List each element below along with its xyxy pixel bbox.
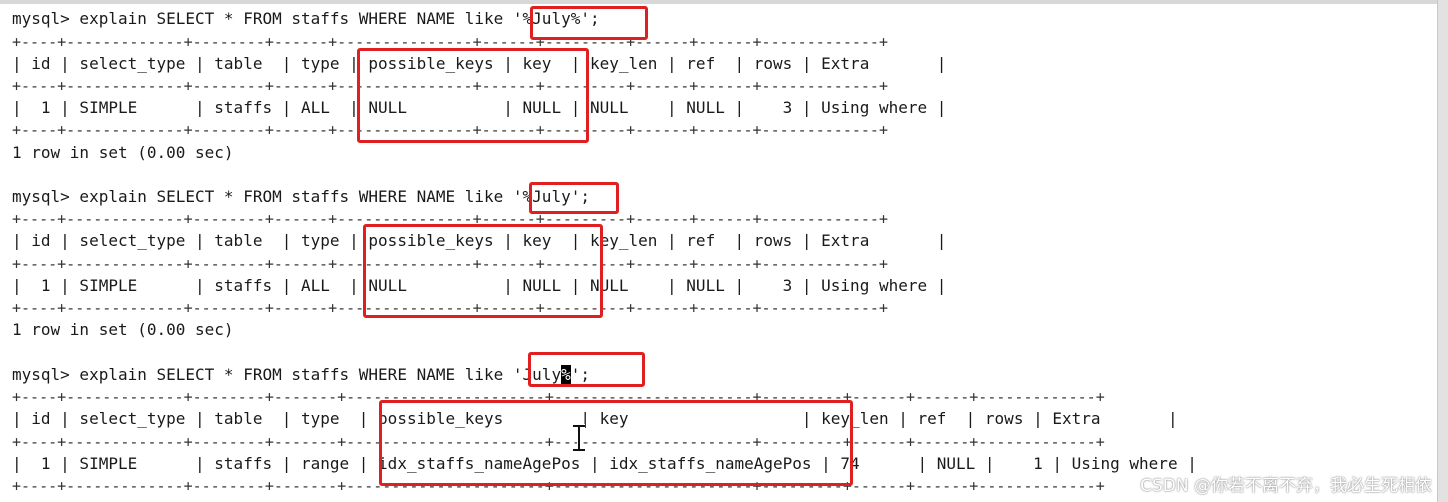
table-border: +----+-------------+--------+------+----… <box>12 121 888 139</box>
watermark: CSDN @你若不离不弃，我必生死相依 <box>1140 476 1432 496</box>
like-literal-3-start: 'July <box>512 365 562 384</box>
command-line-3: mysql> explain SELECT * FROM staffs WHER… <box>12 365 590 385</box>
prompt-command: mysql> explain SELECT * FROM staffs WHER… <box>12 9 513 28</box>
table-border: +----+-------------+--------+------+----… <box>12 210 888 228</box>
command-line-1: mysql> explain SELECT * FROM staffs WHER… <box>12 9 600 29</box>
window-top-edge <box>0 0 1448 4</box>
table-border: +----+-------------+--------+-------+---… <box>12 477 1105 495</box>
like-literal-2: '%July'; <box>512 187 590 206</box>
like-literal-1: '%July%'; <box>512 9 600 28</box>
table-row: | 1 | SIMPLE | staffs | ALL | NULL | NUL… <box>12 276 947 295</box>
ibeam-cursor-icon <box>573 424 585 452</box>
table-border: +----+-------------+--------+------+----… <box>12 77 888 95</box>
like-literal-3-end: '; <box>570 365 590 384</box>
result-summary: 1 row in set (0.00 sec) <box>12 143 234 162</box>
prompt-command: mysql> explain SELECT * FROM staffs WHER… <box>12 365 513 384</box>
command-line-2: mysql> explain SELECT * FROM staffs WHER… <box>12 187 590 207</box>
table-border: +----+-------------+--------+------+----… <box>12 33 888 51</box>
table-border: +----+-------------+--------+------+----… <box>12 299 888 317</box>
table-header-row: | id | select_type | table | type | poss… <box>12 54 947 73</box>
table-border: +----+-------------+--------+-------+---… <box>12 388 1105 406</box>
table-header-row: | id | select_type | table | type | poss… <box>12 231 947 250</box>
window-scrollbar[interactable] <box>1437 0 1448 502</box>
table-header-row: | id | select_type | table | type | poss… <box>12 409 1178 428</box>
table-row: | 1 | SIMPLE | staffs | range | idx_staf… <box>12 454 1197 473</box>
table-border: +----+-------------+--------+------+----… <box>12 255 888 273</box>
table-row: | 1 | SIMPLE | staffs | ALL | NULL | NUL… <box>12 98 947 117</box>
prompt-command: mysql> explain SELECT * FROM staffs WHER… <box>12 187 513 206</box>
table-border: +----+-------------+--------+-------+---… <box>12 433 1105 451</box>
result-summary: 1 row in set (0.00 sec) <box>12 320 234 339</box>
text-cursor: % <box>561 365 571 384</box>
